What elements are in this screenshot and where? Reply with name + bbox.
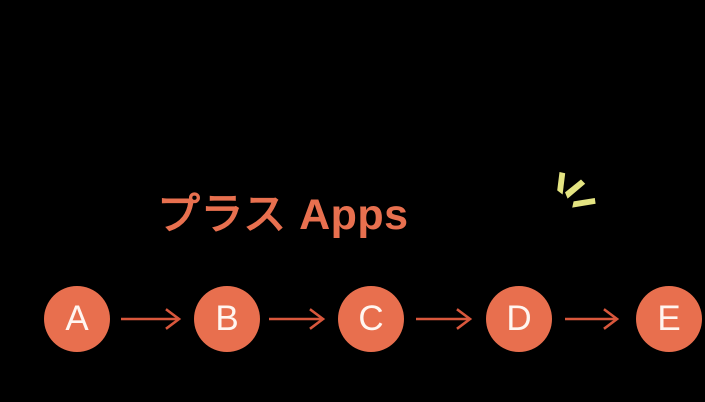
flow-node-a[interactable]: A bbox=[44, 286, 110, 352]
flow-node-c-label: C bbox=[358, 298, 384, 338]
flow-arrow-c-to-d bbox=[416, 308, 476, 330]
flow-node-b-label: B bbox=[215, 298, 239, 338]
flow-node-b[interactable]: B bbox=[194, 286, 260, 352]
flow-sequence: A B C D bbox=[0, 286, 705, 360]
flow-arrow-b-to-c bbox=[269, 308, 329, 330]
flow-node-d[interactable]: D bbox=[486, 286, 552, 352]
flow-arrow-d-to-e bbox=[565, 308, 625, 330]
page-title: プラス Apps bbox=[157, 191, 409, 239]
flow-arrow-a-to-b bbox=[121, 308, 185, 330]
flow-node-c[interactable]: C bbox=[338, 286, 404, 352]
flow-node-a-label: A bbox=[65, 298, 89, 338]
flow-node-d-label: D bbox=[506, 298, 532, 338]
flow-node-e[interactable]: E bbox=[636, 286, 702, 352]
flow-node-e-label: E bbox=[657, 298, 681, 338]
sparkle-burst-icon bbox=[549, 170, 605, 218]
